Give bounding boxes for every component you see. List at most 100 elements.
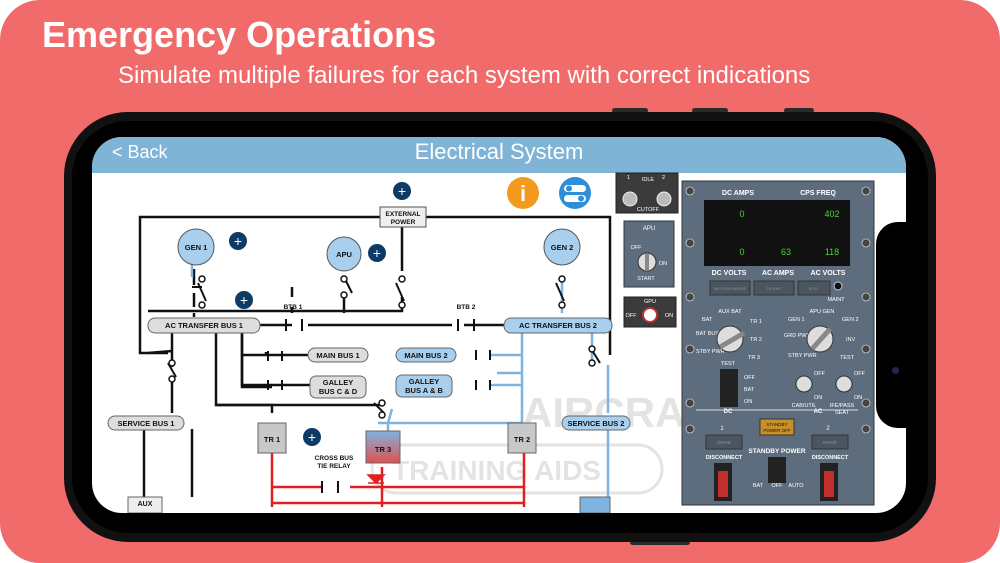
toggle-view-icon[interactable] xyxy=(559,177,591,209)
svg-text:OFF: OFF xyxy=(814,371,826,377)
back-button[interactable]: < Back xyxy=(112,142,168,162)
svg-text:AC VOLTS: AC VOLTS xyxy=(811,270,846,277)
ife-pass-seat-toggle[interactable] xyxy=(835,375,853,393)
svg-text:TR 2: TR 2 xyxy=(750,337,762,343)
gen1-source[interactable]: GEN 1 xyxy=(177,228,215,266)
cab-util-toggle[interactable] xyxy=(795,375,813,393)
svg-text:DC VOLTS: DC VOLTS xyxy=(712,270,747,277)
svg-text:GALLEY: GALLEY xyxy=(323,378,353,387)
svg-text:CAB/UTIL: CAB/UTIL xyxy=(792,403,817,409)
svg-text:ON: ON xyxy=(854,395,862,401)
annunciator-row: BAT DISCHARGE TR UNIT ELEC xyxy=(709,280,831,296)
svg-text:OFF: OFF xyxy=(744,375,756,381)
dc-amps-value: 0 xyxy=(739,209,744,219)
ac-volts-value: 118 xyxy=(825,247,839,257)
add-failure-button[interactable]: + xyxy=(235,291,253,309)
main-bus-2[interactable]: MAIN BUS 2 xyxy=(395,347,457,363)
btb2-label: BTB 2 xyxy=(457,304,476,311)
electrical-diagram: AIRCRAFT TRAINING AIDS xyxy=(107,172,875,513)
svg-text:INV: INV xyxy=(846,337,856,343)
svg-text:TR 1: TR 1 xyxy=(264,435,280,444)
wiring-red xyxy=(270,453,526,507)
svg-text:POWER: POWER xyxy=(391,219,416,226)
engine-2-lever[interactable] xyxy=(656,191,672,207)
svg-text:MAINT: MAINT xyxy=(827,297,845,303)
phone-side-button xyxy=(630,540,690,545)
svg-text:DC: DC xyxy=(724,409,733,415)
external-power-box[interactable]: EXTERNAL POWER xyxy=(379,206,427,228)
svg-text:TR UNIT: TR UNIT xyxy=(766,286,782,291)
svg-text:AUX: AUX xyxy=(138,501,153,508)
svg-text:DRIVE: DRIVE xyxy=(823,440,837,445)
svg-text:BAT: BAT xyxy=(702,317,713,323)
svg-text:AC: AC xyxy=(814,409,823,415)
tr1-unit[interactable]: TR 1 xyxy=(257,422,287,454)
add-failure-button[interactable]: + xyxy=(368,244,386,262)
svg-text:IFE/PASS: IFE/PASS xyxy=(830,403,855,409)
svg-text:AUTO: AUTO xyxy=(788,483,804,489)
service-bus-1[interactable]: SERVICE BUS 1 xyxy=(107,415,185,431)
svg-text:IDLE: IDLE xyxy=(642,177,655,183)
svg-text:SERVICE BUS 1: SERVICE BUS 1 xyxy=(118,419,175,428)
svg-text:TR 3: TR 3 xyxy=(748,355,760,361)
add-failure-button[interactable]: + xyxy=(303,428,321,446)
svg-text:BAT: BAT xyxy=(753,483,764,489)
svg-text:SERVICE BUS 2: SERVICE BUS 2 xyxy=(568,419,625,428)
battery-switch-guard[interactable] xyxy=(720,369,738,407)
maint-button[interactable] xyxy=(833,281,843,291)
svg-text:DISCONNECT: DISCONNECT xyxy=(706,455,743,461)
cab-util-switch: OFF ON CAB/UTIL xyxy=(792,371,826,409)
gpu-switch[interactable] xyxy=(642,307,658,323)
standby-power-switch[interactable] xyxy=(768,457,786,483)
svg-text:STBY PWR: STBY PWR xyxy=(696,349,725,355)
svg-text:2: 2 xyxy=(826,426,830,432)
engine-1-lever[interactable] xyxy=(622,191,638,207)
svg-text:BAT BUS: BAT BUS xyxy=(696,331,719,337)
svg-text:ON: ON xyxy=(659,261,667,267)
apu-source[interactable]: APU xyxy=(326,236,362,272)
gen2-source[interactable]: GEN 2 xyxy=(543,228,581,266)
relay-contacts xyxy=(167,276,601,493)
svg-text:OFF: OFF xyxy=(631,245,643,251)
svg-text:APU GEN: APU GEN xyxy=(810,309,835,315)
svg-text:GRD PWR: GRD PWR xyxy=(784,333,811,339)
add-failure-button[interactable]: + xyxy=(229,232,247,250)
add-failure-button[interactable]: + xyxy=(393,182,411,200)
svg-text:GPU: GPU xyxy=(644,299,656,305)
svg-text:GEN 1: GEN 1 xyxy=(788,317,805,323)
svg-text:SEAT: SEAT xyxy=(835,410,850,416)
svg-text:+: + xyxy=(240,292,248,308)
svg-text:GEN 2: GEN 2 xyxy=(842,317,859,323)
electrical-overhead-panel: DC AMPS CPS FREQ 0 402 0 63 118 DC VOLTS… xyxy=(681,180,875,506)
svg-text:MAIN BUS 1: MAIN BUS 1 xyxy=(316,351,359,360)
tr2-unit[interactable]: TR 2 xyxy=(507,422,537,454)
svg-text:1: 1 xyxy=(720,426,724,432)
dc-volts-value: 0 xyxy=(739,247,744,257)
battery-switch: OFF BAT ON xyxy=(720,369,756,407)
standby-power-off-light: STANDBY POWER OFF xyxy=(759,418,795,436)
ac-transfer-bus-2[interactable]: AC TRANSFER BUS 2 xyxy=(503,317,613,334)
svg-text:TEST: TEST xyxy=(721,361,736,367)
tr3-unit[interactable]: TR 3 xyxy=(365,430,401,464)
info-icon[interactable]: i xyxy=(507,177,539,209)
svg-text:POWER OFF: POWER OFF xyxy=(763,428,790,433)
svg-text:GEN 2: GEN 2 xyxy=(551,243,574,252)
aux-box[interactable]: AUX xyxy=(127,496,163,513)
svg-text:BUS A & B: BUS A & B xyxy=(405,386,443,395)
main-bus-1[interactable]: MAIN BUS 1 xyxy=(307,347,369,363)
svg-text:TEST: TEST xyxy=(840,355,855,361)
svg-text:AC TRANSFER BUS 2: AC TRANSFER BUS 2 xyxy=(519,321,597,330)
svg-text:EXTERNAL: EXTERNAL xyxy=(385,211,420,218)
svg-text:2: 2 xyxy=(662,175,665,181)
svg-text:STBY PWR: STBY PWR xyxy=(788,353,817,359)
app-screen: < Back Electrical System AIRCRAFT TRAINI… xyxy=(92,137,906,513)
diode-icon xyxy=(366,474,386,485)
ac-transfer-bus-1[interactable]: AC TRANSFER BUS 1 xyxy=(147,317,261,334)
svg-text:GEN 1: GEN 1 xyxy=(185,243,208,252)
service-bus-2[interactable]: SERVICE BUS 2 xyxy=(561,415,631,431)
svg-text:STANDBY: STANDBY xyxy=(767,422,788,427)
cps-freq-value: 402 xyxy=(824,209,839,219)
svg-text:AC AMPS: AC AMPS xyxy=(762,270,794,277)
